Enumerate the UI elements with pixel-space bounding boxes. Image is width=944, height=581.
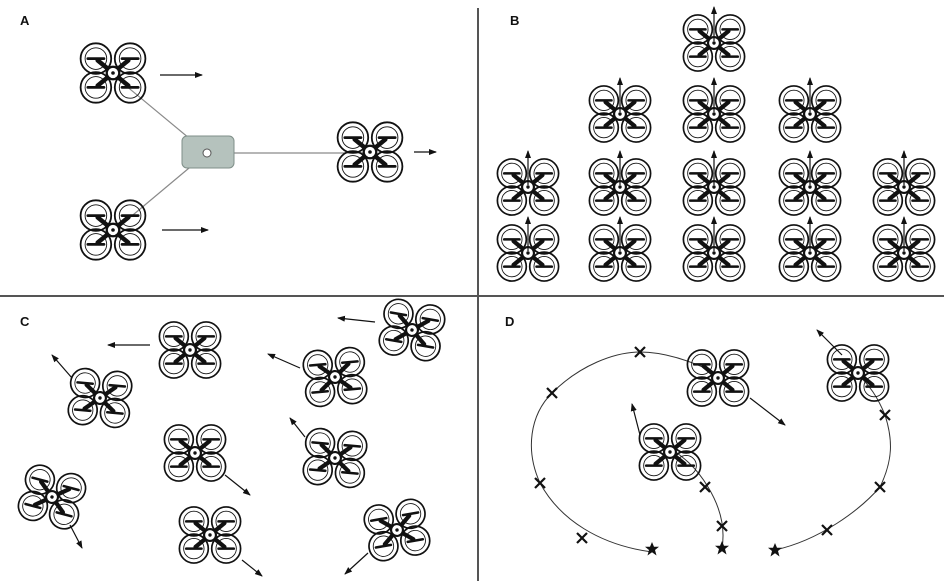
quadcopter-icon	[302, 346, 368, 407]
heading-arrow-icon	[337, 315, 376, 323]
heading-arrow-icon	[69, 524, 83, 549]
star-icon	[715, 541, 729, 555]
quadcopter-icon	[159, 322, 220, 378]
quadcopter-icon	[15, 462, 89, 532]
heading-arrow-icon	[51, 354, 73, 379]
x-mark-icon	[820, 523, 834, 537]
x-mark-icon	[575, 531, 589, 545]
x-mark-icon	[873, 480, 887, 494]
quadcopter-icon	[362, 497, 432, 563]
heading-arrow-icon	[224, 474, 251, 496]
panel-label-d: D	[505, 314, 514, 329]
quadcopter-icon	[338, 122, 403, 181]
heading-arrow-icon	[816, 329, 843, 356]
quadcopter-icon	[687, 350, 748, 406]
quadcopter-icon	[827, 345, 888, 401]
panel-label-a: A	[20, 13, 30, 28]
x-mark-icon	[878, 408, 892, 422]
star-icon	[645, 542, 659, 556]
heading-arrow-icon	[749, 397, 786, 426]
heading-arrow-icon	[241, 559, 263, 577]
star-icon	[768, 543, 782, 557]
heading-arrow-icon	[267, 353, 301, 369]
panel-label-c: C	[20, 314, 30, 329]
trajectory-path	[669, 447, 724, 549]
generated-marks	[15, 6, 934, 577]
quadcopter-icon	[67, 367, 133, 428]
x-mark-icon	[545, 386, 559, 400]
x-mark-icon	[533, 476, 547, 490]
heading-arrow-icon	[630, 403, 641, 436]
quadcopter-icon	[302, 427, 368, 488]
quadcopter-icon	[81, 200, 146, 259]
heading-arrow-icon	[289, 417, 306, 438]
quadcopter-icon	[639, 424, 700, 480]
panel-a-leader-follower	[81, 43, 437, 259]
quadcopter-icon	[179, 507, 240, 563]
quadcopter-icon	[164, 425, 225, 481]
heading-arrow-icon	[344, 552, 369, 575]
quadcopter-icon	[377, 297, 447, 363]
leader-node-icon	[181, 135, 235, 169]
panel-label-b: B	[510, 13, 519, 28]
